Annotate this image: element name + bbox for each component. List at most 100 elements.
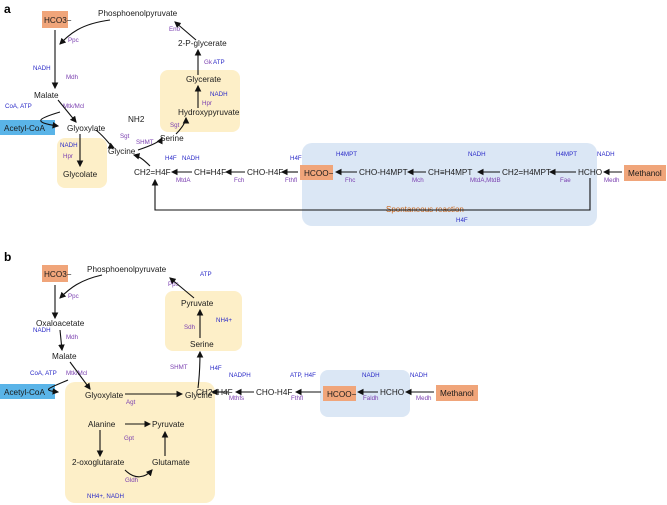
cofactor-h4mpt-fhc-a: H4MPT [336,151,357,158]
hcho-b: HCHO [380,388,404,397]
enzyme-sgt-a: Sgt [120,133,130,140]
arrow-ch2-glycine-a [132,153,151,167]
pyruvate-serine-region [165,291,242,351]
cofactor-atp-h4f-b: ATP, H4F [290,372,316,379]
enzyme-gldh-b: Gldh [125,477,139,484]
hco3-label-b: HCO3− [44,270,72,279]
methanol-label-a: Methanol [628,169,662,178]
arrow-oaa-malate-b [58,329,65,352]
transamination-region [65,382,215,503]
glyoxylate-a: Glyoxylate [67,124,106,133]
enzyme-mthfs-b: Mthfs [229,395,244,402]
ch2h4mpt-a: CH2=H4MPT [502,168,551,177]
glyoxylate-b: Glyoxylate [85,391,124,400]
enzyme-mtdab-a: MtdA,MtdB [470,177,501,184]
enzyme-mtk-a: Mtk/Mcl [63,103,84,110]
arrow-pep-hco3-a [59,19,111,45]
chh4mpt-a: CH≡H4MPT [428,168,472,177]
arrow-malate-glyoxylate-a [57,99,77,123]
oxoglutarate-b: 2-oxoglutarate [72,458,125,467]
nh4-nadh-b: NH4+, NADH [87,493,124,500]
enzyme-fae-a: Fae [560,177,571,184]
methanol-oxidation-region [302,143,597,226]
cofactor-nadph-b: NADPH [229,372,251,379]
enzyme-ppc-b: Ppc [68,293,79,300]
acetylcoa-box-b [0,384,55,399]
cofactor-atp-gk-a: ATP [213,59,225,66]
cofactor-h4f-spont-a: H4F [456,217,468,224]
glutamate-b: Glutamate [152,458,190,467]
enzyme-pps-b: Pps [168,281,179,288]
malate-b: Malate [52,352,77,361]
enzyme-mdh-a: Mdh [66,74,79,81]
enzyme-faldh-b: Faldh [363,395,379,402]
enzyme-medh-a: Medh [604,177,620,184]
enzyme-fhc-a: Fhc [345,177,355,184]
alanine-b: Alanine [88,420,116,429]
choh4f-b: CHO-H4F [256,388,292,397]
choh4mpt-a: CHO-H4MPT [359,168,408,177]
cofactor-h4f-shmt-b: H4F [210,365,222,372]
pep-a: Phosphoenolpyruvate [98,9,178,18]
enzyme-sdh-b: Sdh [184,324,196,331]
enzyme-mdh-b: Mdh [66,334,79,341]
cofactor-nadh-medh-a: NADH [597,151,615,158]
enzyme-hpr2-a: Hpr [63,153,73,160]
cofactor-h4f-shmt-a: H4F [165,155,177,162]
hcoo-box-a [300,165,333,180]
cofactor-nadh-mtda-a: NADH [182,155,200,162]
acetylcoa-label-b: Acetyl-CoA [4,388,45,397]
enzyme-gpt-b: Gpt [124,435,134,442]
hcoo-label-b: HCOO− [327,390,357,399]
enzyme-sgt2-a: Sgt [170,122,180,129]
methanol-box-b [436,385,478,401]
malate-a: Malate [34,91,59,100]
cofactor-atp-pps-b: ATP [200,271,212,278]
arrow-pep-hco3-b [59,274,103,299]
arrow-p2g-pep-a [174,21,197,41]
enzyme-mtda-a: MtdA [176,177,191,184]
cofactor-nadh-medh-b: NADH [410,372,428,379]
pep-b: Phosphoenolpyruvate [87,265,167,274]
hcoo-label-a: HCOO− [304,169,334,178]
enzyme-shmt-b: SHMT [170,364,188,371]
cofactor-coa-atp-a: CoA, ATP [5,103,32,110]
formate-region [320,370,410,417]
acetylcoa-box-a [0,120,55,135]
methanol-label-b: Methanol [440,389,474,398]
enzyme-ppc-a: Ppc [68,37,79,44]
enzyme-fthfl-b: Fthfl [291,395,303,402]
hydroxypyruvate-a: Hydroxypyruvate [178,108,240,117]
arrow-glyoxylate-glycine-a [95,129,115,149]
arrow-pyruvate-pep-b [169,277,195,299]
glycine-b: Glycine [185,391,213,400]
hco3-label-a: HCO3− [44,16,72,25]
cofactor-nadh-mtdab-a: NADH [468,151,486,158]
cofactor-nadh-mdh-b: NADH [33,327,51,334]
arrow-glycine-serine-b [196,350,204,389]
glycine-a: Glycine [108,147,136,156]
arrow-serine-hp-a [175,116,190,135]
pyruvate-b: Pyruvate [152,420,185,429]
nh2-a: NH2 [128,115,145,124]
chh4f-a: CH≡H4F [194,168,226,177]
serine-b: Serine [190,340,214,349]
enzyme-mtk-b: Mtk/Mcl [66,370,87,377]
enzyme-mch-a: Mch [412,177,424,184]
hcoo-box-b [323,386,356,401]
enzyme-fthfl-a: Fthfl [285,177,297,184]
p2g-a: 2-P-glycerate [178,39,227,48]
enzyme-medh-b: Medh [416,395,432,402]
enzyme-gk-a: Gk [204,59,213,66]
enzyme-eno-a: Eno [169,26,181,33]
arrow-glycine-serine-a [137,137,163,151]
enzyme-hpr-a: Hpr [202,100,212,107]
serine-a: Serine [160,134,184,143]
cofactor-nadh-mdh-a: NADH [33,65,51,72]
arrow-oxoglutarate-glutamate-b [124,469,153,478]
cofactor-h4f-fthfl-a: H4F [290,155,302,162]
glycerate-a: Glycerate [186,75,221,84]
arrow-acetylcoa-b [47,379,69,395]
